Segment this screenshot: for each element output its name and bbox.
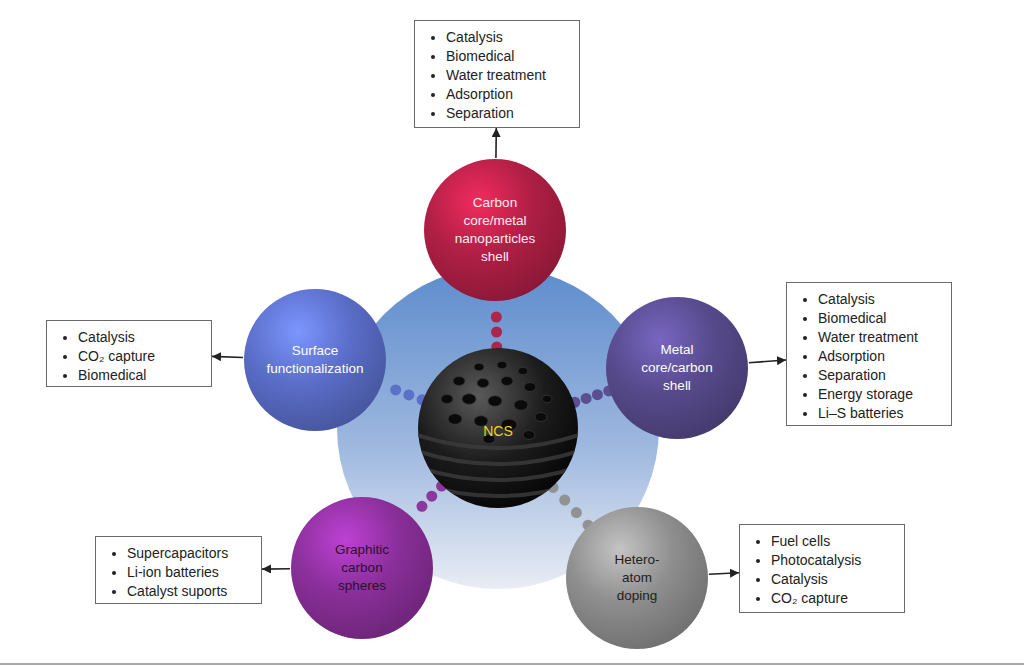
application-item: Catalysis — [771, 570, 896, 589]
application-item: Biomedical — [78, 366, 203, 385]
application-item: Photocatalysis — [771, 551, 896, 570]
sphere-body — [424, 159, 566, 301]
pore — [542, 395, 552, 403]
application-box: CatalysisBiomedicalWater treatmentAdsorp… — [786, 282, 952, 426]
sphere-body — [606, 297, 748, 439]
sphere-label: Carbon core/metal nanoparticles shell — [445, 194, 545, 266]
application-item: Biomedical — [446, 47, 571, 66]
bead-connector — [491, 302, 503, 347]
application-list: CatalysisBiomedicalWater treatmentAdsorp… — [787, 290, 943, 423]
pore — [501, 377, 513, 386]
bead-connector — [575, 391, 609, 402]
bead-connector — [382, 385, 422, 400]
application-item: Li-ion batteries — [127, 563, 253, 582]
sphere-label-group: Graphitic carbon spheres — [326, 541, 398, 595]
application-box: CatalysisCO₂ captureBiomedical — [46, 320, 212, 387]
shell-stripe — [417, 467, 579, 480]
sphere-label-group: Surface functionalization — [259, 342, 371, 378]
core-label: NCS — [468, 422, 528, 440]
category-sphere: Metal core/carbon shell — [605, 296, 749, 440]
shell-stripe — [417, 483, 579, 496]
application-item: Energy storage — [818, 385, 943, 404]
application-item: CO₂ capture — [78, 347, 203, 366]
application-list: Fuel cellsPhotocatalysisCatalysisCO₂ cap… — [740, 532, 896, 608]
application-item: Biomedical — [818, 309, 943, 328]
application-item: Adsorption — [818, 347, 943, 366]
pore — [497, 361, 507, 369]
application-item: Catalysis — [78, 328, 203, 347]
pore — [488, 396, 502, 407]
category-sphere: Surface functionalization — [243, 288, 387, 432]
application-item: Catalysis — [818, 290, 943, 309]
sphere-label-group: Carbon core/metal nanoparticles shell — [445, 194, 545, 266]
sphere-shape — [243, 288, 387, 432]
arrow-connector — [709, 573, 739, 575]
category-sphere: Carbon core/metal nanoparticles shell — [423, 158, 567, 302]
application-item: Catalyst suports — [127, 582, 253, 601]
application-list: CatalysisCO₂ captureBiomedical — [47, 328, 203, 385]
application-box: CatalysisBiomedicalWater treatmentAdsorp… — [414, 20, 580, 128]
application-box: Fuel cellsPhotocatalysisCatalysisCO₂ cap… — [739, 524, 905, 613]
bottom-rule — [0, 664, 1024, 665]
bead-connector — [553, 487, 588, 525]
pore — [474, 363, 484, 371]
pore — [535, 413, 547, 422]
sphere-body — [291, 497, 433, 639]
application-item: Catalysis — [446, 28, 571, 47]
category-sphere: Graphitic carbon spheres — [290, 496, 434, 640]
bead-connector — [412, 486, 441, 516]
sphere-body — [566, 507, 708, 649]
sphere-label: Metal core/carbon shell — [635, 341, 719, 395]
pore — [441, 395, 453, 404]
application-item: Supercapacitors — [127, 544, 253, 563]
application-item: Fuel cells — [771, 532, 896, 551]
application-list: SupercapacitorsLi-ion batteriesCatalyst … — [96, 544, 253, 601]
sphere-label: Surface functionalization — [259, 342, 371, 378]
application-item: Separation — [446, 104, 571, 123]
sphere-label: Hetero- atom doping — [604, 551, 670, 605]
pore — [453, 377, 465, 386]
arrow-connector — [495, 128, 497, 158]
sphere-body — [244, 289, 386, 431]
sphere-body — [418, 348, 578, 508]
pore — [462, 394, 476, 405]
sphere-label-group: Metal core/carbon shell — [635, 341, 719, 395]
arrow-connector — [212, 356, 243, 357]
sphere-label: Graphitic carbon spheres — [326, 541, 398, 595]
application-item: Adsorption — [446, 85, 571, 104]
application-item: CO₂ capture — [771, 589, 896, 608]
application-item: Water treatment — [818, 328, 943, 347]
application-item: Li–S batteries — [818, 404, 943, 423]
application-item: Separation — [818, 366, 943, 385]
pore — [477, 379, 489, 388]
arrow-connector — [262, 568, 290, 570]
sphere-shape — [423, 158, 567, 302]
sphere-label-group: NCS — [468, 416, 528, 440]
application-list: CatalysisBiomedicalWater treatmentAdsorp… — [415, 28, 571, 123]
arrow-connector — [749, 360, 786, 363]
pore — [448, 414, 462, 425]
pore — [523, 431, 535, 440]
category-sphere: Hetero- atom doping — [565, 506, 709, 650]
shell-stripe — [417, 451, 579, 464]
application-item: Water treatment — [446, 66, 571, 85]
pore — [514, 400, 528, 411]
pore — [524, 383, 536, 392]
sphere-label-group: Hetero- atom doping — [604, 551, 670, 605]
pore — [518, 367, 528, 375]
core-sphere: NCS — [417, 347, 579, 509]
application-box: SupercapacitorsLi-ion batteriesCatalyst … — [95, 536, 262, 604]
